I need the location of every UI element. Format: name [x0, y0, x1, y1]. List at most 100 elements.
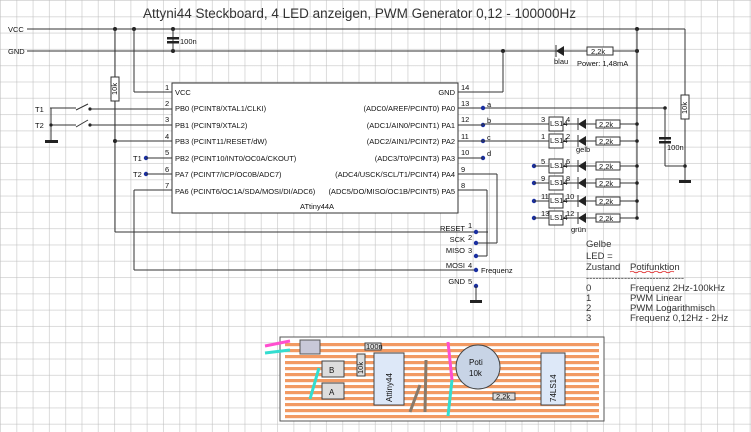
led-icon — [578, 136, 586, 146]
svg-text:LS14: LS14 — [550, 119, 568, 128]
svg-text:MOSI: MOSI — [446, 261, 465, 270]
copper-strip — [285, 379, 599, 383]
svg-text:MISO: MISO — [446, 246, 465, 255]
svg-text:LS14: LS14 — [550, 136, 568, 145]
ground-symbol — [45, 140, 58, 143]
svg-text:2: 2 — [586, 303, 591, 314]
svg-text:2,2k: 2,2k — [591, 47, 605, 56]
board-ic2: 74LS14 — [549, 374, 558, 402]
diagram-title: Attyni44 Steckboard, 4 LED anzeigen, PWM… — [143, 6, 576, 21]
svg-text:7: 7 — [165, 181, 169, 190]
svg-text:4: 4 — [468, 261, 472, 270]
gate-output-pin: 2 — [566, 132, 570, 141]
svg-text:2: 2 — [165, 99, 169, 108]
led-icon — [578, 196, 586, 206]
svg-text:c: c — [487, 133, 491, 142]
led-icon — [578, 178, 586, 188]
led-resistor — [595, 178, 621, 188]
svg-text:100n: 100n — [667, 143, 684, 152]
board-pot-value: 10k — [469, 369, 483, 378]
svg-text:(ADC3/T0/PCINT3) PA3: (ADC3/T0/PCINT3) PA3 — [375, 154, 455, 163]
svg-text:PB1 (PCINT9/XTAL2): PB1 (PCINT9/XTAL2) — [175, 121, 248, 130]
svg-text:------------------------------: ------------------------------- — [586, 273, 684, 284]
gate-output-pin: 8 — [566, 174, 570, 183]
board-mcu: Attiny44 — [385, 373, 394, 402]
svg-text:PA6 (PCINT6/OC1A/SDA/MOSI/DI/A: PA6 (PCINT6/OC1A/SDA/MOSI/DI/ADC6) — [175, 187, 316, 196]
button-t2[interactable]: T2 — [35, 119, 172, 130]
svg-text:10k: 10k — [356, 362, 365, 374]
gate-output-pin: 12 — [566, 209, 574, 218]
svg-text:LS14: LS14 — [550, 178, 568, 187]
svg-text:PWM Logarithmisch: PWM Logarithmisch — [630, 303, 715, 314]
svg-text:Frequenz 2Hz-100kHz: Frequenz 2Hz-100kHz — [630, 283, 725, 294]
led-resistor — [595, 213, 621, 223]
state-legend: Gelbe LED = Zustand Potifunktion -------… — [586, 239, 728, 324]
led-resistor — [595, 161, 621, 171]
gnd-label: GND — [8, 47, 25, 56]
board-button-a: A — [329, 388, 335, 397]
copper-strip — [285, 361, 599, 365]
svg-text:LED =: LED = — [586, 251, 613, 262]
svg-text:2,2k: 2,2k — [599, 137, 613, 146]
svg-text:8: 8 — [461, 181, 465, 190]
svg-text:LS14: LS14 — [550, 161, 568, 170]
svg-text:PWM Linear: PWM Linear — [630, 293, 682, 304]
svg-text:b: b — [487, 116, 491, 125]
led-resistor — [595, 196, 621, 206]
copper-strip — [285, 349, 599, 353]
svg-text:blau: blau — [554, 57, 568, 66]
gate-input-pin: 1 — [541, 132, 545, 141]
svg-text:PA7 (PCINT7/ICP/OC0B/ADC7): PA7 (PCINT7/ICP/OC0B/ADC7) — [175, 170, 282, 179]
chip-right-pins: GND (ADC0/AREF/PCINT0) PA0 (ADC1/AIN0/PC… — [328, 88, 455, 196]
board-button-b: B — [329, 366, 334, 375]
svg-text:(ADC1/AIN0/PCINT1) PA1: (ADC1/AIN0/PCINT1) PA1 — [367, 121, 455, 130]
svg-text:T1: T1 — [35, 105, 44, 114]
svg-text:3: 3 — [586, 313, 591, 324]
led-icon — [578, 213, 586, 223]
svg-text:14: 14 — [461, 83, 469, 92]
svg-text:2,2k: 2,2k — [599, 197, 613, 206]
svg-text:2,2k: 2,2k — [599, 162, 613, 171]
svg-text:GND: GND — [448, 277, 465, 286]
svg-text:10: 10 — [461, 148, 469, 157]
svg-text:2,2k: 2,2k — [599, 179, 613, 188]
t2-net-label: T2 — [133, 170, 142, 179]
stripboard-layout: B A Attiny44 Poti 10k 74LS14 100n 10k 2,… — [264, 336, 605, 422]
svg-text:T2: T2 — [35, 121, 44, 130]
svg-text:2,2k: 2,2k — [496, 392, 510, 401]
svg-text:10k: 10k — [680, 102, 689, 114]
svg-text:13: 13 — [461, 99, 469, 108]
vcc-label: VCC — [8, 25, 24, 34]
capacitor-100n-right: 100n — [659, 108, 685, 167]
svg-text:1: 1 — [165, 83, 169, 92]
svg-text:3: 3 — [165, 115, 169, 124]
svg-text:3: 3 — [468, 246, 472, 255]
svg-text:(ADC5/DO/MISO/OC1B/PCINT5) PA5: (ADC5/DO/MISO/OC1B/PCINT5) PA5 — [328, 187, 455, 196]
svg-text:1: 1 — [586, 293, 591, 304]
green-led-label: grün — [571, 225, 586, 234]
led-resistor — [595, 119, 621, 129]
svg-text:2,2k: 2,2k — [599, 214, 613, 223]
t1-net-label: T1 — [133, 154, 142, 163]
copper-strip — [285, 373, 599, 377]
gate-output-pin: 10 — [566, 192, 574, 201]
gate-input-pin: 5 — [541, 157, 545, 166]
svg-text:PB2 (PCINT10/INT0/OC0A/CKOUT): PB2 (PCINT10/INT0/OC0A/CKOUT) — [175, 154, 297, 163]
power-led-blue: blau 2,2k Power: 1,48mA — [554, 45, 628, 68]
svg-text:5: 5 — [468, 277, 472, 286]
copper-strip — [285, 397, 599, 401]
svg-text:2: 2 — [468, 233, 472, 242]
gate-input-pin: 9 — [541, 174, 545, 183]
svg-text:Frequenz: Frequenz — [481, 266, 513, 275]
svg-text:12: 12 — [461, 115, 469, 124]
copper-strip — [285, 385, 599, 389]
button-t1[interactable]: T1 — [35, 103, 172, 114]
